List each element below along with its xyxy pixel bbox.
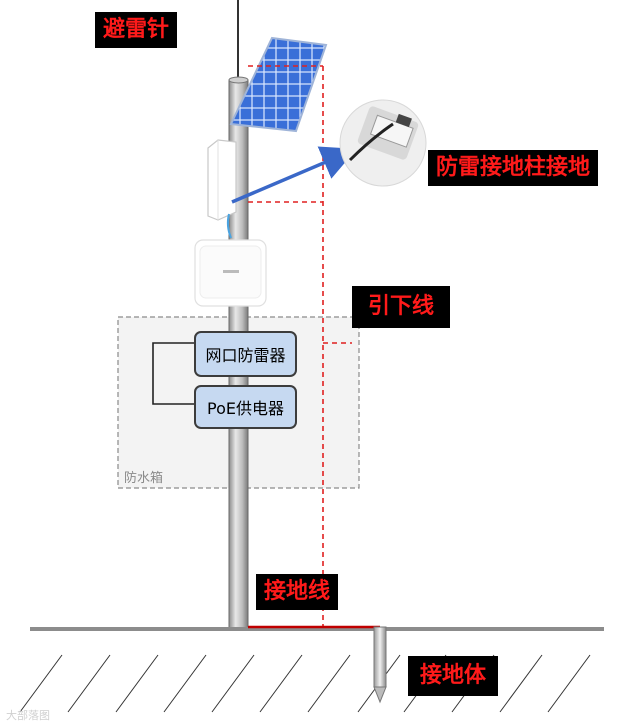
ethernet-cable (226, 213, 232, 239)
pole-top (228, 76, 249, 84)
ceiling-ap (194, 239, 267, 307)
waterproof-box-label: 防水箱 (124, 471, 164, 486)
ground-surface (30, 627, 604, 631)
soil-hatching (19, 654, 591, 713)
ground-post-inset (339, 99, 427, 187)
watermark: 大部落图 (6, 709, 50, 722)
ground-wire-label: 接地线 (256, 574, 339, 610)
ground-post-label: 防雷接地柱接地 (428, 150, 599, 186)
lightning-rod-label: 避雷针 (95, 12, 178, 48)
ground-arrow (231, 146, 357, 204)
poe-supply-box: PoE供电器 (194, 385, 297, 429)
box-bracket (152, 342, 196, 405)
ground-rod (373, 626, 387, 704)
ground-body-label: 接地体 (408, 656, 499, 696)
down-conductor-label: 引下线 (352, 286, 451, 328)
outdoor-ap (207, 139, 237, 221)
network-arrester-box: 网口防雷器 (194, 331, 297, 377)
solar-panel (229, 36, 328, 133)
